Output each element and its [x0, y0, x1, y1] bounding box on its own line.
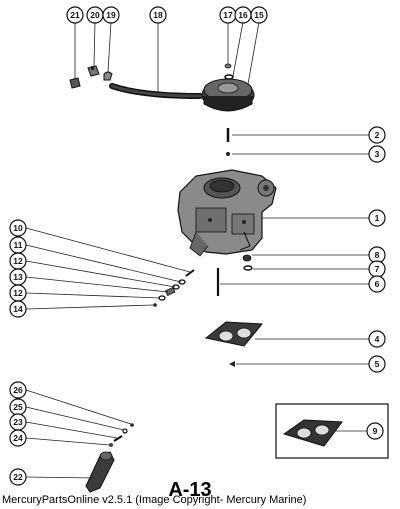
part-18-hose — [109, 83, 203, 99]
callout-11: 11 — [9, 236, 27, 254]
part-11-spring — [178, 279, 186, 285]
part-24-bushing — [109, 443, 113, 447]
diagram-code-label: A-13 — [168, 479, 211, 501]
callout-9: 9 — [366, 422, 384, 440]
callout-1: 1 — [368, 209, 386, 227]
svg-text:16: 16 — [238, 10, 248, 20]
callout-12-upper: 12 — [9, 252, 27, 270]
svg-text:5: 5 — [375, 359, 380, 369]
svg-text:7: 7 — [375, 264, 380, 274]
footer-copyright: MercuryPartsOnline v2.5.1 (Image Copyrig… — [2, 494, 307, 506]
callout-7: 7 — [368, 260, 386, 278]
part-5-clip — [229, 361, 235, 367]
svg-text:19: 19 — [106, 10, 116, 20]
svg-text:15: 15 — [254, 10, 264, 20]
svg-text:4: 4 — [375, 334, 380, 344]
callout-25: 25 — [9, 398, 27, 416]
svg-text:2: 2 — [375, 130, 380, 140]
svg-text:11: 11 — [14, 240, 23, 250]
svg-text:24: 24 — [13, 433, 23, 443]
part-4-gasket — [204, 321, 264, 347]
svg-text:1: 1 — [375, 213, 380, 223]
part-8-fitting — [242, 254, 252, 262]
svg-text:22: 22 — [13, 472, 23, 482]
callout-17: 17 — [219, 6, 237, 24]
svg-text:17: 17 — [223, 10, 233, 20]
callout-20: 20 — [86, 6, 104, 24]
svg-text:6: 6 — [375, 279, 380, 289]
svg-text:18: 18 — [153, 10, 163, 20]
part-26-nut — [130, 423, 134, 427]
callout-23: 23 — [9, 413, 27, 431]
part-22-lever — [85, 451, 115, 493]
callout-16: 16 — [234, 6, 252, 24]
callout-21: 21 — [66, 6, 84, 24]
callout-6: 6 — [368, 275, 386, 293]
svg-text:13: 13 — [13, 272, 23, 282]
part-23-bolt — [113, 435, 123, 442]
part-15-cover — [201, 78, 255, 112]
callout-3: 3 — [368, 145, 386, 163]
callout-24: 24 — [9, 429, 27, 447]
part-25-washer — [122, 428, 128, 434]
part-17-screw — [224, 63, 232, 69]
callout-22: 22 — [9, 468, 27, 486]
part-19-clamp — [103, 71, 113, 81]
callout-13: 13 — [9, 268, 27, 286]
svg-text:12: 12 — [13, 256, 23, 266]
part-13-bushing — [164, 286, 176, 296]
part-10-screw — [185, 269, 195, 277]
svg-text:9: 9 — [373, 426, 378, 436]
part-16-washer — [224, 74, 234, 80]
svg-text:26: 26 — [13, 385, 23, 395]
callout-5: 5 — [368, 355, 386, 373]
callout-18: 18 — [149, 6, 167, 24]
callout-19: 19 — [102, 6, 120, 24]
part-1-carburetor — [177, 169, 277, 257]
svg-text:12: 12 — [13, 288, 23, 298]
part-14-clip — [153, 303, 157, 307]
part-3-nut — [226, 152, 230, 156]
svg-text:3: 3 — [375, 149, 380, 159]
callout-15: 15 — [250, 6, 268, 24]
svg-text:23: 23 — [13, 417, 23, 427]
callout-14: 14 — [9, 300, 27, 318]
svg-text:10: 10 — [13, 223, 23, 233]
callout-2: 2 — [368, 126, 386, 144]
leader-lines — [25, 21, 369, 479]
part-20-elbow-fitting — [87, 65, 100, 77]
callout-12-lower: 12 — [9, 284, 27, 302]
part-7-gasket — [243, 265, 253, 271]
callout-10: 10 — [9, 219, 27, 237]
callout-4: 4 — [368, 330, 386, 348]
svg-text:14: 14 — [13, 304, 23, 314]
svg-text:21: 21 — [70, 10, 80, 20]
svg-text:8: 8 — [375, 250, 380, 260]
callout-26: 26 — [9, 381, 27, 399]
svg-text:20: 20 — [90, 10, 100, 20]
svg-text:25: 25 — [13, 402, 23, 412]
